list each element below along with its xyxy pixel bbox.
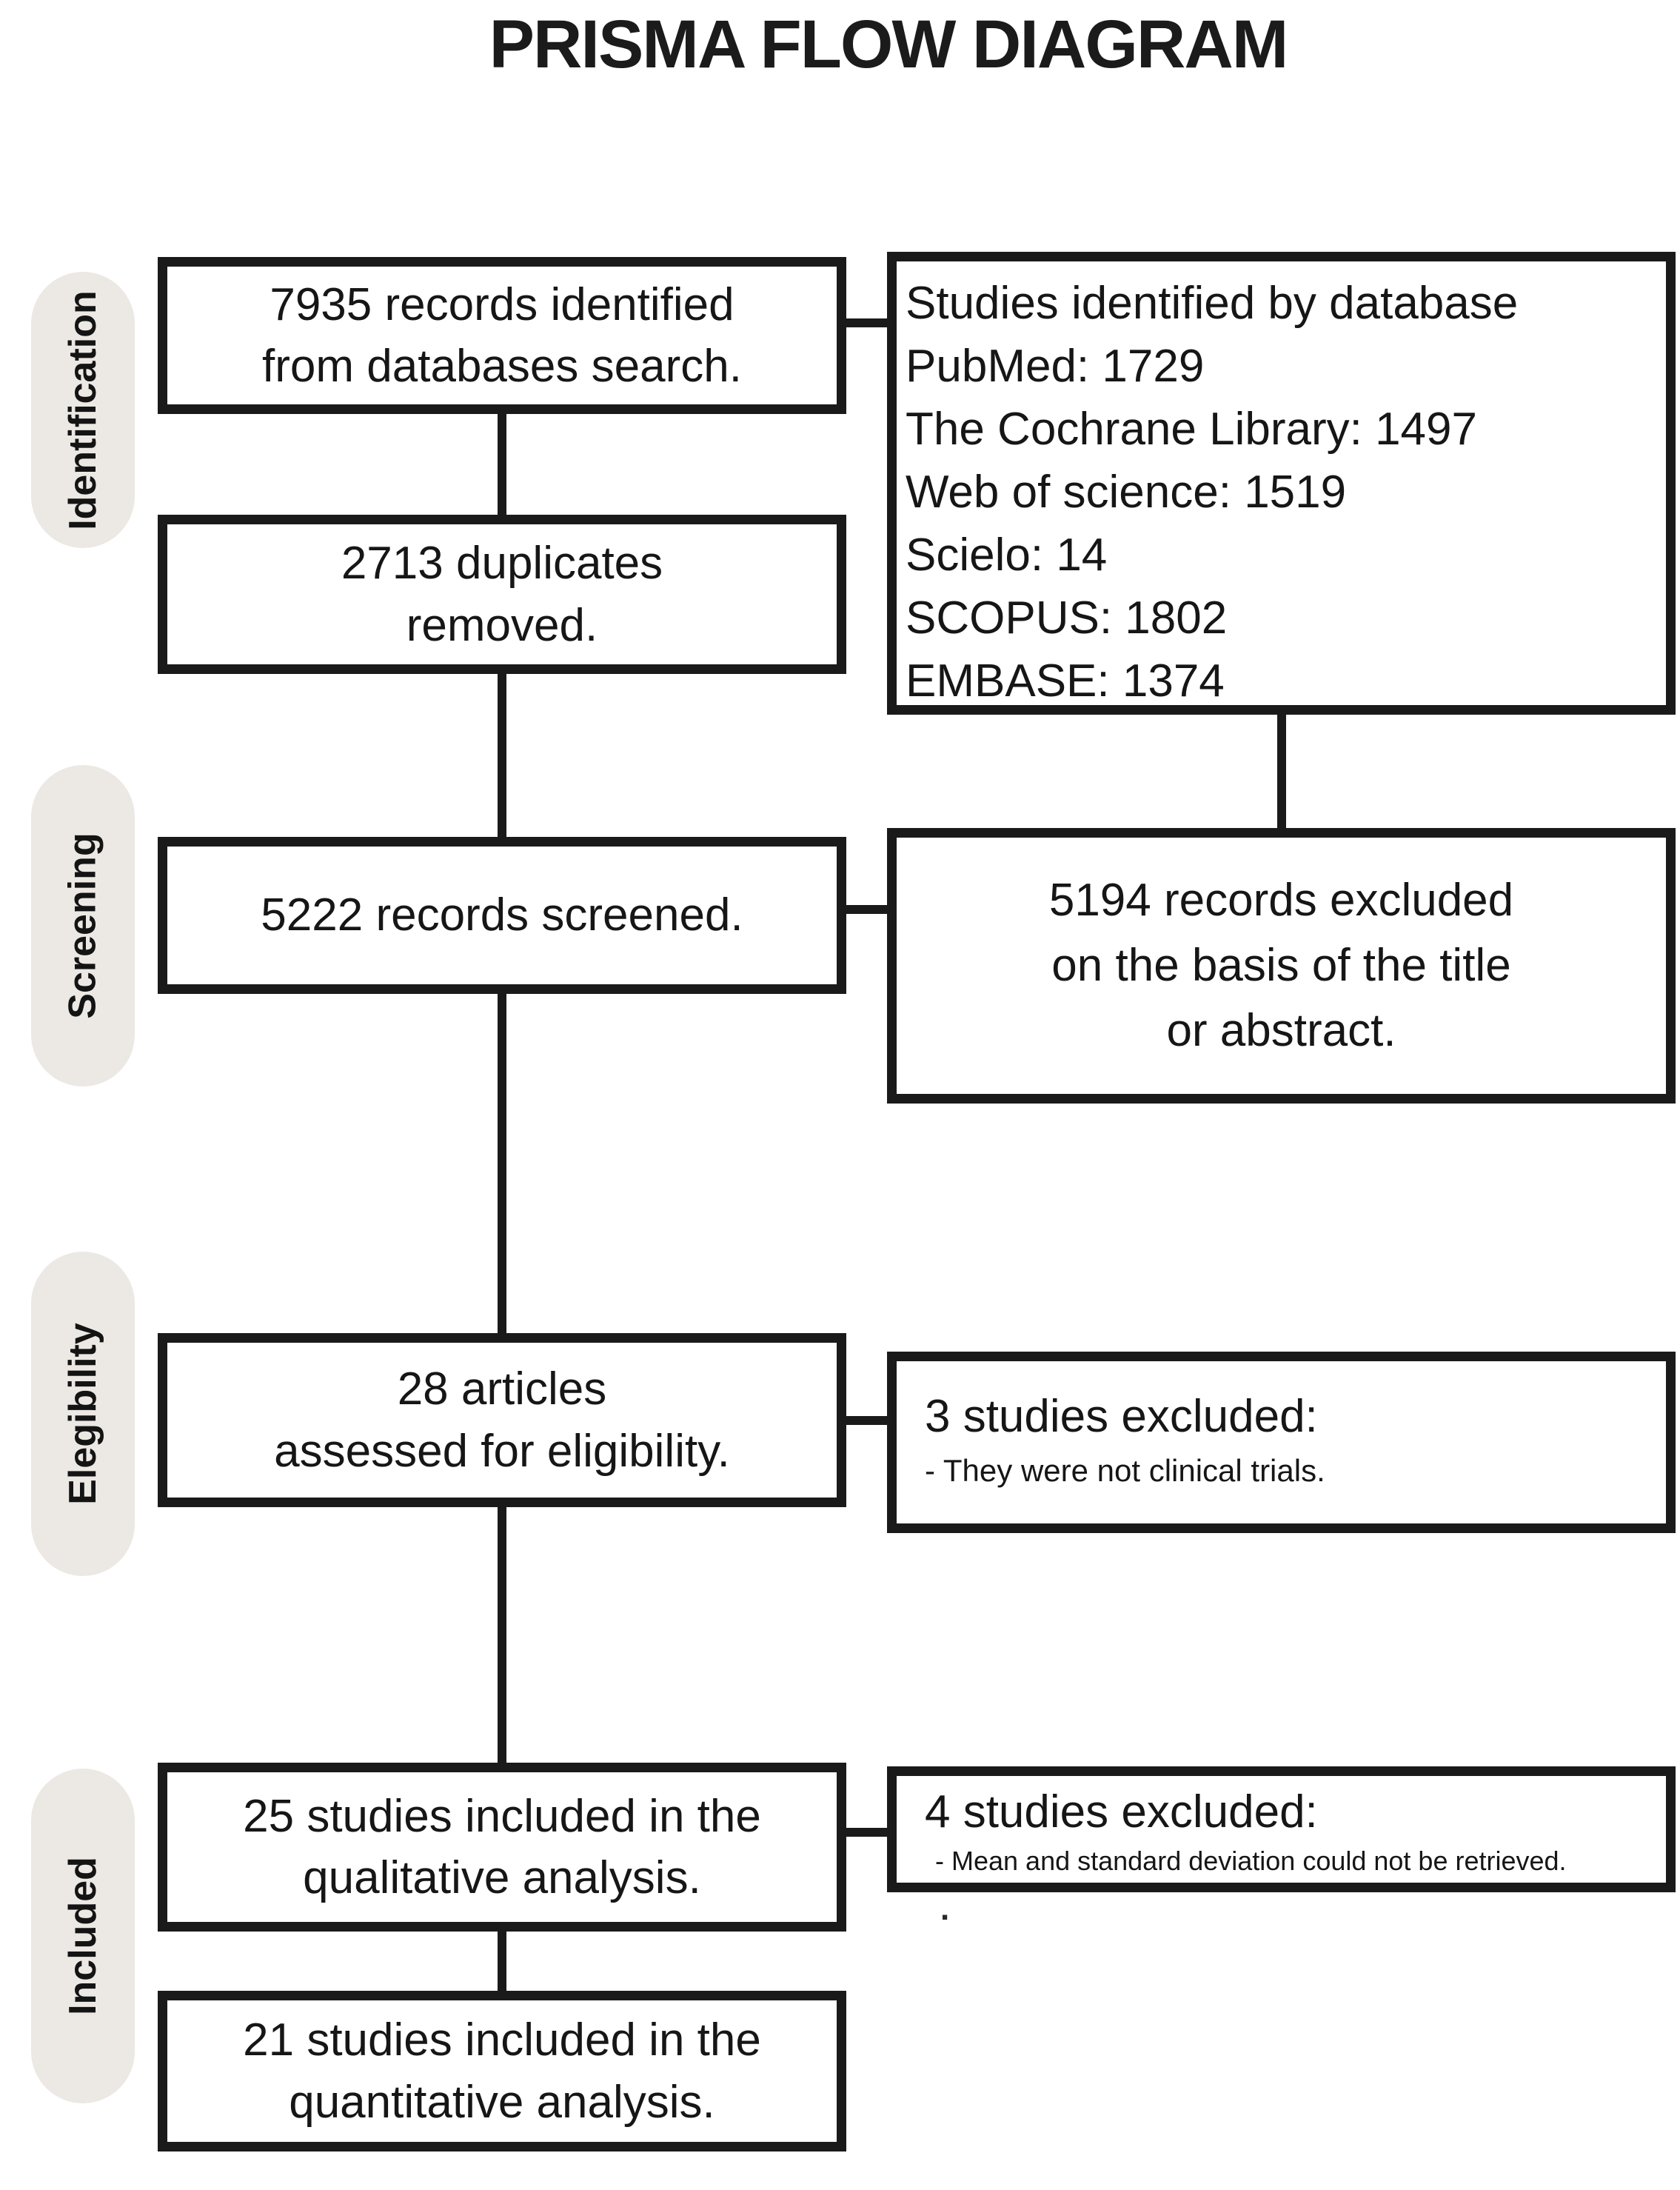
excluded-3-heading: 3 studies excluded: [925, 1391, 1318, 1442]
connector-database-to-excluded [1277, 711, 1286, 832]
excluded-3-reason: - They were not clinical trials. [925, 1452, 1325, 1488]
excluded-4-reason: - Mean and standard deviation could not … [935, 1845, 1567, 1876]
flow-box-text-line: 7935 records identified [270, 278, 734, 330]
flow-box-articles-assessed: 28 articles assessed for eligibility. [158, 1333, 846, 1507]
flow-box-text-line: 28 articles [397, 1363, 607, 1415]
flow-box-qualitative-included: 25 studies included in the qualitative a… [158, 1763, 846, 1932]
database-entry-scopus: SCOPUS: 1802 [906, 592, 1228, 644]
stage-pill-screening: Screening [31, 765, 135, 1086]
database-breakdown-heading: Studies identified by database [906, 278, 1519, 329]
stage-pill-included: Included [31, 1769, 135, 2103]
database-entry-embase: EMBASE: 1374 [906, 655, 1225, 707]
connector-identified-to-duplicates [498, 411, 506, 518]
flow-box-text-line: removed. [406, 599, 598, 651]
flow-box-records-screened: 5222 records screened. [158, 837, 846, 994]
flow-box-text-line: quantitative analysis. [289, 2076, 715, 2128]
records-excluded-line: 5194 records excluded [1048, 874, 1514, 926]
flow-box-text-line: qualitative analysis. [303, 1852, 701, 1903]
connector-assessed-to-qualitative [498, 1503, 506, 1766]
database-entry-pubmed: PubMed: 1729 [906, 341, 1205, 392]
connector-screened-to-assessed [498, 991, 506, 1337]
diagram-title: PRISMA FLOW DIAGRAM [489, 7, 1289, 82]
connector-qualitative-to-excluded4 [843, 1828, 891, 1837]
flow-box-duplicates-removed: 2713 duplicates removed. [158, 515, 846, 674]
connector-qualitative-to-quantitative [498, 1929, 506, 1995]
flow-box-text-line: 5222 records screened. [261, 889, 743, 941]
stray-period-mark: . [940, 1891, 950, 1927]
connector-identified-to-database [843, 318, 891, 327]
excluded-4-heading: 4 studies excluded: [925, 1786, 1318, 1837]
connector-duplicates-to-screened [498, 670, 506, 841]
database-entry-cochrane: The Cochrane Library: 1497 [906, 404, 1478, 455]
side-box-4-studies-excluded: 4 studies excluded: - Mean and standard … [887, 1766, 1676, 1892]
stage-pill-identification: Identification [31, 272, 135, 548]
records-excluded-line: on the basis of the title [1051, 939, 1511, 991]
flow-box-text-line: from databases search. [262, 341, 742, 392]
flow-box-text-line: 25 studies included in the [243, 1790, 761, 1842]
flow-box-text-line: assessed for eligibility. [274, 1425, 730, 1477]
flow-box-quantitative-included: 21 studies included in the quantitative … [158, 1991, 846, 2151]
database-entry-web-of-science: Web of science: 1519 [906, 467, 1347, 518]
stage-label-identification: Identification [61, 290, 104, 530]
side-box-records-excluded: 5194 records excluded on the basis of th… [887, 828, 1676, 1104]
stage-label-eligibility: Elegibility [61, 1323, 105, 1505]
connector-assessed-to-excluded3 [843, 1416, 891, 1425]
flow-box-text-line: 2713 duplicates [341, 538, 663, 590]
stage-label-included: Included [61, 1857, 105, 2015]
database-entry-scielo: Scielo: 14 [906, 530, 1108, 581]
records-excluded-line: or abstract. [1166, 1005, 1396, 1057]
stage-pill-eligibility: Elegibility [31, 1252, 135, 1576]
connector-screened-to-excluded [843, 905, 891, 914]
side-box-database-breakdown: Studies identified by database PubMed: 1… [887, 252, 1676, 715]
flow-box-text-line: 21 studies included in the [243, 2014, 761, 2066]
stage-label-screening: Screening [61, 832, 105, 1019]
side-box-3-studies-excluded: 3 studies excluded: - They were not clin… [887, 1352, 1676, 1533]
flow-box-records-identified: 7935 records identified from databases s… [158, 257, 846, 414]
